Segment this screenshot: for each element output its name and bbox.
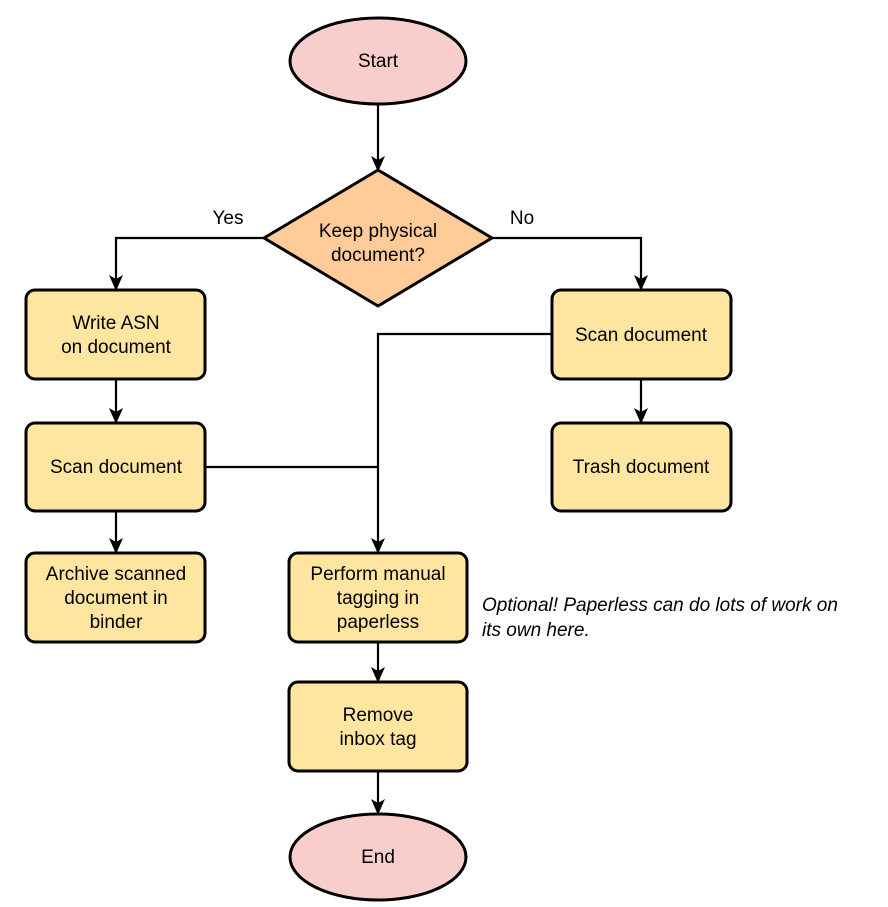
edge-scan-right-to-trash (634, 379, 648, 424)
write-asn-box[interactable] (24, 288, 207, 381)
manual-tagging-box[interactable] (287, 551, 469, 644)
edge-line (376, 332, 552, 545)
annotation-optional-note: Optional! Paperless can do lots of work … (482, 595, 838, 641)
edge-remove-inbox-to-end (371, 771, 385, 815)
annotation-line1: Optional! Paperless can do lots of work … (482, 595, 838, 616)
edge-decision-yes-to-write-asn: Yes (109, 208, 264, 291)
node-manual-tagging-label-line3: paperless (337, 612, 419, 633)
edge-line (114, 236, 264, 281)
remove-inbox-tag-box[interactable] (287, 680, 469, 773)
arrowhead-icon (371, 538, 385, 554)
arrowhead-icon (109, 275, 123, 291)
trash-document-box[interactable] (550, 421, 733, 513)
start-ellipse[interactable] (288, 16, 468, 106)
node-write-asn[interactable]: Write ASN on document (24, 288, 207, 381)
node-perform-manual-tagging[interactable]: Perform manual tagging in paperless (287, 551, 469, 644)
edge-line (492, 236, 643, 281)
node-archive-scanned-document[interactable]: Archive scanned document in binder (24, 551, 207, 644)
node-archive-label-line1: Archive scanned (46, 564, 186, 585)
arrowhead-icon (371, 799, 385, 815)
annotation-line2: its own here. (482, 620, 590, 641)
node-remove-inbox-label-line1: Remove (343, 705, 414, 726)
arrowhead-icon (371, 156, 385, 172)
arrowhead-icon (634, 275, 648, 291)
node-scan-document-left[interactable]: Scan document (24, 421, 207, 513)
node-remove-inbox-tag[interactable]: Remove inbox tag (287, 680, 469, 773)
node-trash-document[interactable]: Trash document (550, 421, 733, 513)
end-ellipse[interactable] (288, 812, 468, 902)
node-start-label: Start (358, 51, 399, 72)
node-decision-label-line1: Keep physical (319, 221, 437, 242)
arrowhead-icon (371, 667, 385, 683)
node-decision-label-line2: document? (331, 245, 425, 266)
node-end[interactable]: End (288, 812, 468, 902)
arrowhead-icon (109, 538, 123, 554)
edge-label-no: No (510, 208, 534, 229)
node-manual-tagging-label-line2: tagging in (337, 588, 419, 609)
node-archive-label-line3: binder (90, 612, 143, 633)
node-trash-document-label: Trash document (573, 457, 710, 478)
scan-document-right-box[interactable] (550, 288, 733, 381)
node-remove-inbox-label-line2: inbox tag (339, 729, 416, 750)
node-decision-keep-physical-document[interactable]: Keep physical document? (262, 168, 494, 308)
edge-write-asn-to-scan-left (109, 379, 123, 424)
node-end-label: End (361, 847, 395, 868)
archive-document-box[interactable] (24, 551, 207, 644)
edge-decision-no-to-scan-right: No (492, 208, 648, 291)
edge-scan-right-to-manual-tagging (371, 332, 552, 554)
node-manual-tagging-label-line1: Perform manual (310, 564, 445, 585)
node-write-asn-label-line1: Write ASN (72, 313, 159, 334)
edge-manual-tagging-to-remove-inbox (371, 642, 385, 683)
node-archive-label-line2: document in (64, 588, 168, 609)
node-scan-document-right-label: Scan document (575, 325, 708, 346)
scan-document-left-box[interactable] (24, 421, 207, 513)
decision-diamond[interactable] (262, 168, 494, 308)
node-scan-document-left-label: Scan document (50, 457, 183, 478)
node-write-asn-label-line2: on document (61, 337, 172, 358)
arrowhead-icon (109, 408, 123, 424)
edge-scan-left-to-archive (109, 511, 123, 554)
edge-start-to-decision (371, 104, 385, 172)
node-start[interactable]: Start (288, 16, 468, 106)
edge-label-yes: Yes (213, 208, 244, 229)
arrowhead-icon (634, 408, 648, 424)
node-scan-document-right[interactable]: Scan document (550, 288, 733, 381)
